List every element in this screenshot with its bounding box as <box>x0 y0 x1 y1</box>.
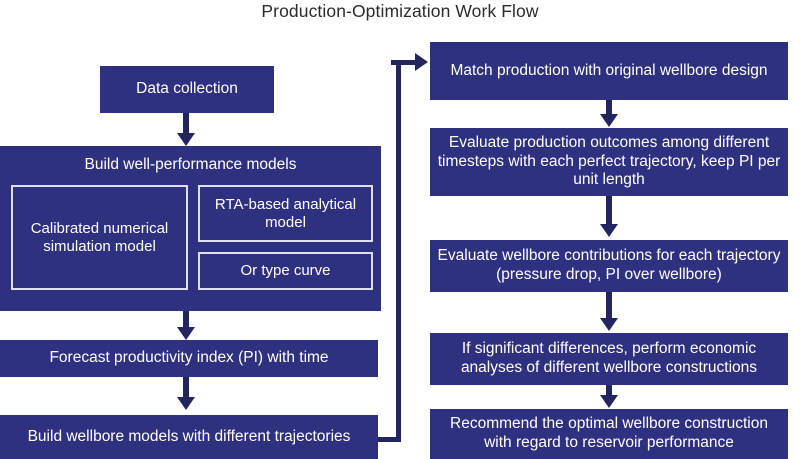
arrow-head-datacollection-to-group <box>177 133 195 146</box>
arrow-head-step4-to-step5 <box>600 395 618 408</box>
page-title: Production-Optimization Work Flow <box>261 1 539 21</box>
sub-box-calibrated-numerical-simulation-model: Calibrated numerical simulation model <box>11 185 188 290</box>
box-recommend-optimal-construction: Recommend the optimal wellbore construct… <box>430 409 788 459</box>
connector-elbow-left-to-right-column <box>378 60 401 442</box>
arrow-shaft-datacollection-to-group <box>183 113 189 135</box>
box-build-wellbore-label: Build wellbore models with different tra… <box>27 427 351 445</box>
box-evaluate-wellbore-contributions-label: Evaluate wellbore contributions for each… <box>437 247 781 283</box>
arrow-head-step2-to-step3 <box>600 224 618 237</box>
sub-box-rta-based-analytical-model: RTA-based analytical model <box>198 185 373 242</box>
box-evaluate-wellbore-contributions: Evaluate wellbore contributions for each… <box>430 240 788 292</box>
box-forecast-label: Forecast productivity index (PI) with ti… <box>49 349 329 367</box>
arrow-shaft-step1-to-step2 <box>606 100 612 117</box>
arrow-head-forecast-to-buildwellbore <box>177 397 195 410</box>
arrow-head-step3-to-step4 <box>600 318 618 331</box>
arrow-head-elbow-to-match-production <box>415 53 428 71</box>
box-match-production: Match production with original wellbore … <box>430 42 788 100</box>
box-recommend-optimal-construction-label: Recommend the optimal wellbore construct… <box>450 415 768 451</box>
arrow-shaft-group-to-forecast <box>183 311 189 329</box>
box-data-collection-label: Data collection <box>136 80 238 98</box>
box-evaluate-production-outcomes: Evaluate production outcomes among diffe… <box>430 128 788 196</box>
arrow-head-group-to-forecast <box>177 327 195 340</box>
box-economic-analyses-label: If significant differences, perform econ… <box>460 340 758 376</box>
sub-box-rta-label: RTA-based analytical model <box>214 195 357 231</box>
group-heading-build-well-performance-models: Build well-performance models <box>84 156 297 173</box>
arrow-shaft-forecast-to-buildwellbore <box>183 377 189 399</box>
arrow-shaft-step3-to-step4 <box>606 292 612 320</box>
box-forecast-productivity-index: Forecast productivity index (PI) with ti… <box>0 340 378 377</box>
box-data-collection: Data collection <box>100 66 274 113</box>
box-build-wellbore-models: Build wellbore models with different tra… <box>0 415 378 459</box>
box-match-production-label: Match production with original wellbore … <box>450 61 768 79</box>
group-build-well-performance-models: Build well-performance models Calibrated… <box>0 146 381 311</box>
box-economic-analyses: If significant differences, perform econ… <box>430 333 788 385</box>
sub-box-calibrated-label: Calibrated numerical simulation model <box>30 219 169 255</box>
sub-box-type-curve-label: Or type curve <box>240 262 331 279</box>
arrow-shaft-step2-to-step3 <box>606 196 612 226</box>
arrow-shaft-elbow-to-match-production <box>391 60 419 65</box>
sub-box-or-type-curve: Or type curve <box>198 252 373 290</box>
arrow-shaft-step4-to-step5 <box>606 385 612 397</box>
box-evaluate-production-outcomes-label: Evaluate production outcomes among diffe… <box>437 133 781 189</box>
arrow-head-step1-to-step2 <box>600 114 618 127</box>
